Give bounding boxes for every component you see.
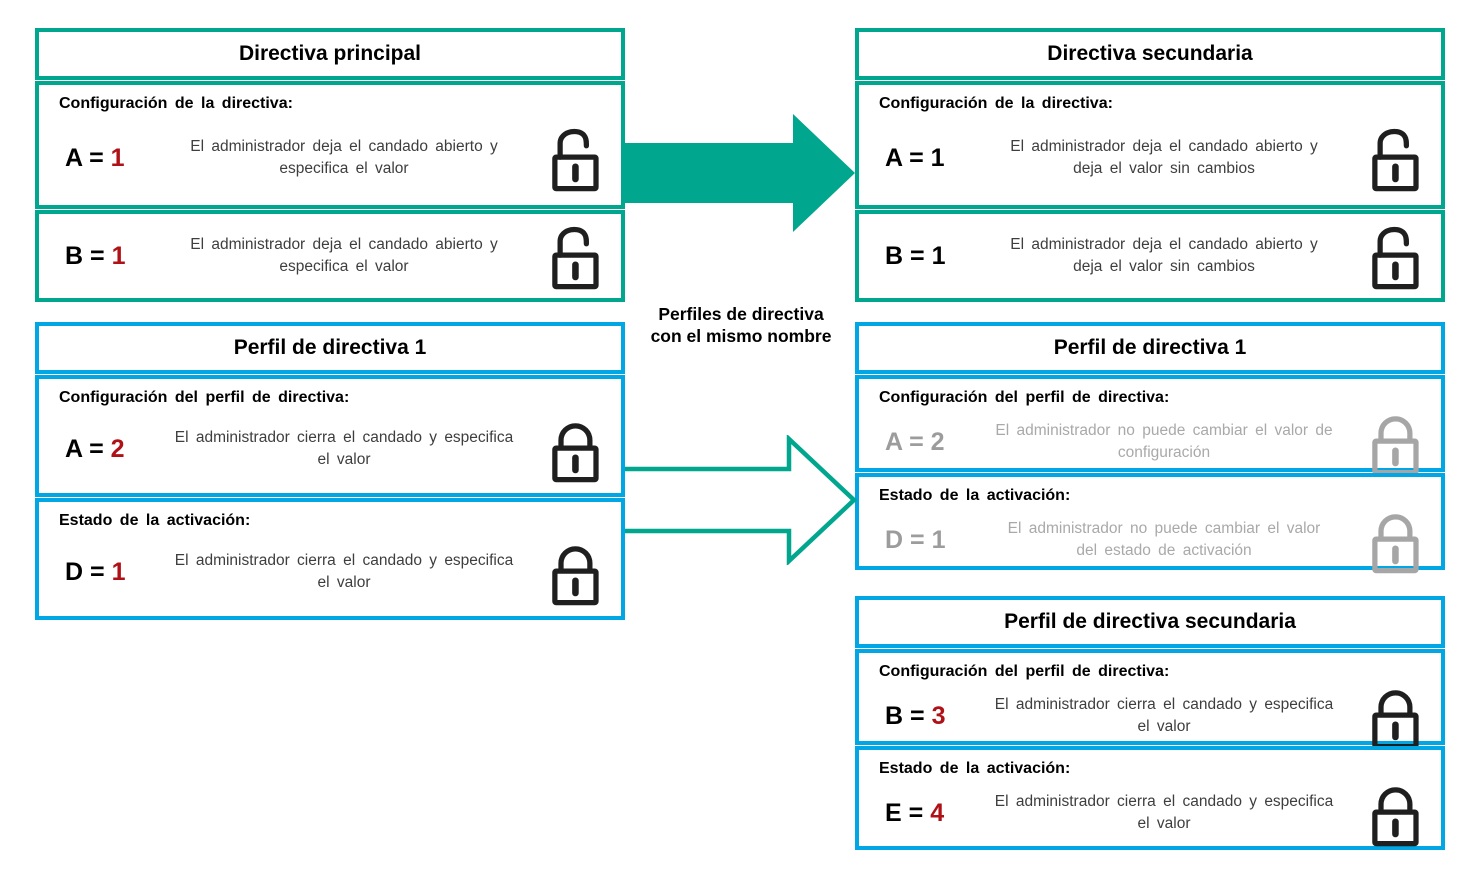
section-estado-activacion: Estado de la activación: D = 1 El admini…	[35, 498, 625, 620]
section-estado-activacion: Estado de la activación: D = 1 El admini…	[855, 473, 1445, 570]
padlock-closed-icon	[1349, 681, 1441, 751]
box-title: Directiva secundaria	[855, 28, 1445, 80]
box-perfil-directiva-secundaria: Perfil de directiva secundaria Configura…	[855, 596, 1445, 850]
setting-key: D = 1	[65, 557, 126, 586]
section-setting-a: Configuración de la directiva: A = 1 El …	[855, 81, 1445, 209]
box-title: Directiva principal	[35, 28, 625, 80]
section-estado-activacion: Estado de la activación: E = 4 El admini…	[855, 746, 1445, 850]
box-title: Perfil de directiva secundaria	[855, 596, 1445, 648]
section-setting-b: B = 1 El administrador deja el candado a…	[855, 210, 1445, 302]
section-setting-b: B = 1 El administrador deja el candado a…	[35, 210, 625, 302]
padlock-open-icon	[1349, 221, 1441, 291]
box-directiva-principal: Directiva principal Configuración de la …	[35, 28, 625, 302]
box-perfil-directiva-1-origen: Perfil de directiva 1 Configuración del …	[35, 322, 625, 620]
box-perfil-directiva-1-heredado: Perfil de directiva 1 Configuración del …	[855, 322, 1445, 570]
setting-description: El administrador cierra el candado y esp…	[174, 552, 514, 591]
setting-key: A = 2	[885, 427, 945, 456]
setting-value: 1	[930, 143, 945, 172]
setting-value: 1	[931, 241, 946, 270]
box-title: Perfil de directiva 1	[855, 322, 1445, 374]
inheritance-arrow-filled	[625, 114, 855, 232]
setting-key: A = 1	[65, 143, 125, 172]
section-label: Configuración del perfil de directiva:	[879, 389, 1170, 406]
setting-value: 1	[111, 241, 126, 270]
setting-value: 2	[930, 427, 945, 456]
setting-value: 3	[931, 701, 946, 730]
section-perfil-config: Configuración del perfil de directiva: B…	[855, 649, 1445, 745]
section-label: Configuración de la directiva:	[879, 95, 1113, 112]
setting-value: 1	[931, 525, 946, 554]
setting-value: 1	[110, 143, 125, 172]
section-label: Estado de la activación:	[879, 487, 1071, 504]
setting-description: El administrador cierra el candado y esp…	[994, 793, 1334, 832]
setting-description: El administrador no puede cambiar el val…	[1007, 520, 1321, 559]
padlock-open-icon	[529, 221, 621, 291]
padlock-closed-icon	[529, 537, 621, 607]
setting-value: 2	[110, 434, 125, 463]
setting-key: E = 4	[885, 798, 945, 827]
setting-description: El administrador cierra el candado y esp…	[994, 696, 1334, 735]
setting-description: El administrador deja el candado abierto…	[1010, 138, 1318, 177]
padlock-closed-gray-icon	[1349, 505, 1441, 575]
setting-description: El administrador cierra el candado y esp…	[174, 429, 514, 468]
box-title: Perfil de directiva 1	[35, 322, 625, 374]
section-perfil-config: Configuración del perfil de directiva: A…	[35, 375, 625, 497]
padlock-closed-icon	[529, 414, 621, 484]
setting-description: El administrador deja el candado abierto…	[190, 138, 498, 177]
section-setting-a: Configuración de la directiva: A = 1 El …	[35, 81, 625, 209]
section-label: Configuración del perfil de directiva:	[59, 389, 350, 406]
padlock-open-icon	[529, 123, 621, 193]
padlock-closed-icon	[1349, 778, 1441, 848]
section-perfil-config: Configuración del perfil de directiva: A…	[855, 375, 1445, 472]
arrow-caption: Perfiles de directiva con el mismo nombr…	[650, 304, 832, 346]
setting-key: D = 1	[885, 525, 946, 554]
section-label: Configuración de la directiva:	[59, 95, 293, 112]
setting-key: A = 2	[65, 434, 125, 463]
profile-arrow-outline	[625, 435, 857, 565]
section-label: Estado de la activación:	[59, 512, 251, 529]
setting-description: El administrador deja el candado abierto…	[190, 236, 498, 275]
section-label: Estado de la activación:	[879, 760, 1071, 777]
padlock-closed-gray-icon	[1349, 407, 1441, 477]
setting-description: El administrador deja el candado abierto…	[1010, 236, 1318, 275]
setting-key: A = 1	[885, 143, 945, 172]
setting-key: B = 1	[65, 241, 126, 270]
setting-value: 4	[930, 798, 945, 827]
setting-description: El administrador no puede cambiar el val…	[995, 422, 1333, 461]
padlock-open-icon	[1349, 123, 1441, 193]
setting-key: B = 1	[885, 241, 946, 270]
box-directiva-secundaria: Directiva secundaria Configuración de la…	[855, 28, 1445, 302]
setting-value: 1	[111, 557, 126, 586]
setting-key: B = 3	[885, 701, 946, 730]
section-label: Configuración del perfil de directiva:	[879, 663, 1170, 680]
